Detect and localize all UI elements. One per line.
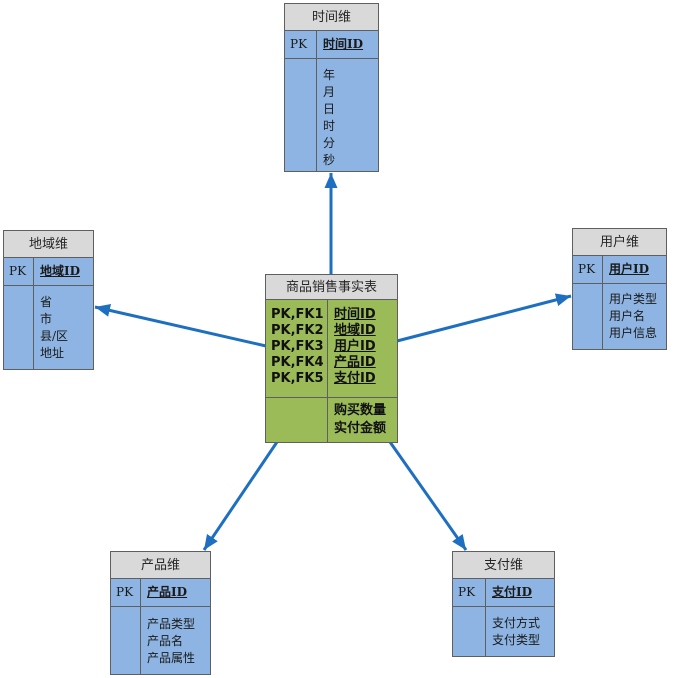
pk-label: PK: [285, 31, 317, 58]
pk-field: 支付ID: [492, 585, 533, 599]
attributes-key-column: [111, 607, 141, 674]
table-title: 时间维: [284, 3, 379, 31]
attribute: 年: [323, 68, 336, 82]
pk-field: 地域ID: [40, 264, 81, 278]
key-field: 地域ID: [334, 323, 376, 338]
attributes-key-column: [4, 286, 34, 369]
primary-key-row: PK 时间ID: [284, 31, 379, 59]
pk-field: 时间ID: [323, 37, 364, 51]
attribute: 用户名: [609, 309, 646, 323]
attribute: 秒: [323, 153, 336, 167]
attribute: 分: [323, 136, 336, 150]
attributes-section: 年 月 日 时 分 秒: [284, 59, 379, 172]
key-label: PK,FK3: [271, 339, 324, 354]
region-dimension-table: 地域维 PK 地域ID 省 市 县/区 地址: [3, 230, 94, 370]
key-label: PK,FK4: [271, 355, 324, 370]
key-field: 用户ID: [334, 339, 376, 354]
attribute: 地址: [40, 346, 65, 360]
table-title: 支付维: [452, 551, 555, 579]
attribute: 时: [323, 119, 336, 133]
attribute: 用户信息: [609, 326, 658, 340]
user-dimension-table: 用户维 PK 用户ID 用户类型 用户名 用户信息: [572, 228, 667, 350]
attribute: 月: [323, 85, 336, 99]
key-label: PK,FK1: [271, 307, 324, 322]
attribute: 县/区: [40, 329, 69, 343]
primary-key-row: PK 支付ID: [452, 579, 555, 607]
pk-label: PK: [573, 256, 603, 283]
attributes-section: 支付方式 支付类型: [452, 607, 555, 657]
attribute: 产品属性: [147, 651, 196, 665]
attributes-section: 省 市 县/区 地址: [3, 286, 94, 370]
attribute: 产品类型: [147, 617, 196, 631]
key-field: 产品ID: [334, 355, 376, 370]
attribute: 日: [323, 102, 336, 116]
primary-key-row: PK 用户ID: [572, 256, 667, 284]
key-fields-column: 时间ID 地域ID 用户ID 产品ID 支付ID: [328, 300, 397, 397]
table-title: 产品维: [110, 551, 211, 579]
pk-label: PK: [453, 579, 486, 606]
pk-label: PK: [111, 579, 141, 606]
table-title: 商品销售事实表: [265, 274, 398, 300]
time-dimension-table: 时间维 PK 时间ID 年 月 日 时 分 秒: [284, 3, 379, 172]
attributes-section: 产品类型 产品名 产品属性: [110, 607, 211, 675]
attributes-section: 用户类型 用户名 用户信息: [572, 284, 667, 350]
table-title: 地域维: [3, 230, 94, 258]
measure: 实付金额: [334, 421, 387, 436]
key-label: PK,FK5: [271, 371, 324, 386]
attribute: 市: [40, 312, 53, 326]
table-title: 用户维: [572, 228, 667, 256]
attributes-key-column: [285, 59, 317, 171]
measure: 购买数量: [334, 403, 387, 418]
arrow-fact-to-region-dimension: [94, 303, 267, 348]
product-dimension-table: 产品维 PK 产品ID 产品类型 产品名 产品属性: [110, 551, 211, 675]
attribute: 支付类型: [492, 633, 541, 647]
pk-field: 产品ID: [147, 585, 188, 599]
primary-key-row: PK 产品ID: [110, 579, 211, 607]
payment-dimension-table: 支付维 PK 支付ID 支付方式 支付类型: [452, 551, 555, 657]
measures-section: 购买数量 实付金额: [265, 398, 398, 443]
attribute: 支付方式: [492, 616, 541, 630]
attribute: 产品名: [147, 634, 184, 648]
attribute: 省: [40, 295, 53, 309]
attributes-key-column: [453, 607, 486, 656]
pk-label: PK: [4, 258, 34, 285]
arrow-fact-to-payment-dimension: [388, 441, 468, 551]
key-field: 支付ID: [334, 371, 376, 386]
key-label: PK,FK2: [271, 323, 324, 338]
primary-key-row: PK 地域ID: [3, 258, 94, 286]
key-field: 时间ID: [334, 307, 376, 322]
key-labels-column: PK,FK1 PK,FK2 PK,FK3 PK,FK4 PK,FK5: [266, 300, 328, 397]
arrow-fact-to-user-dimension: [396, 293, 572, 343]
attribute: 用户类型: [609, 292, 658, 306]
pk-field: 用户ID: [609, 262, 650, 276]
foreign-keys-section: PK,FK1 PK,FK2 PK,FK3 PK,FK4 PK,FK5 时间ID …: [265, 300, 398, 398]
sales-fact-table: 商品销售事实表 PK,FK1 PK,FK2 PK,FK3 PK,FK4 PK,F…: [265, 274, 398, 443]
attributes-key-column: [573, 284, 603, 349]
measures-key-column: [266, 398, 328, 442]
arrow-fact-to-product-dimension: [202, 441, 279, 551]
